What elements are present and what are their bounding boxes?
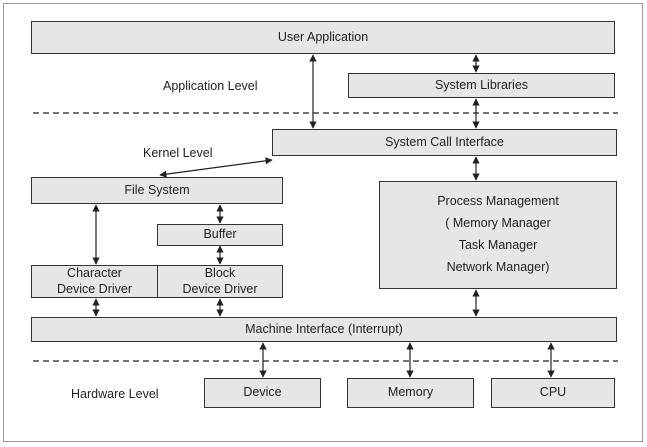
character-device-driver-line-2: Device Driver — [56, 281, 132, 296]
process-management-line-2: ( Memory Manager — [445, 216, 551, 231]
application-level-label: Application Level — [163, 79, 258, 93]
device-box: Device — [204, 378, 321, 408]
process-management-line-1: Process Management — [437, 194, 559, 209]
system-call-interface-box: System Call Interface — [272, 129, 617, 156]
file-system-box: File System — [31, 177, 283, 204]
user-application-box: User Application — [31, 21, 615, 54]
block-device-driver-box: Block Device Driver — [157, 265, 283, 298]
process-management-line-4: Network Manager) — [446, 259, 550, 274]
block-device-driver-line-1: Block — [204, 265, 236, 280]
process-management-line-3: Task Manager — [458, 238, 538, 252]
kernel-level-label: Kernel Level — [143, 146, 213, 160]
hardware-level-label: Hardware Level — [71, 387, 159, 401]
machine-interface-box: Machine Interface (Interrupt) — [31, 317, 617, 342]
memory-box: Memory — [347, 378, 474, 408]
character-device-driver-line-1: Character — [67, 265, 122, 280]
cpu-box: CPU — [491, 378, 615, 408]
arrow-syscall-to-file-system — [159, 157, 273, 178]
block-device-driver-line-2: Device Driver — [182, 281, 258, 296]
process-management-box: Process Management ( Memory Manager Task… — [379, 181, 617, 289]
buffer-box: Buffer — [157, 224, 283, 246]
system-libraries-box: System Libraries — [348, 73, 615, 98]
character-device-driver-box: Character Device Driver — [31, 265, 158, 298]
